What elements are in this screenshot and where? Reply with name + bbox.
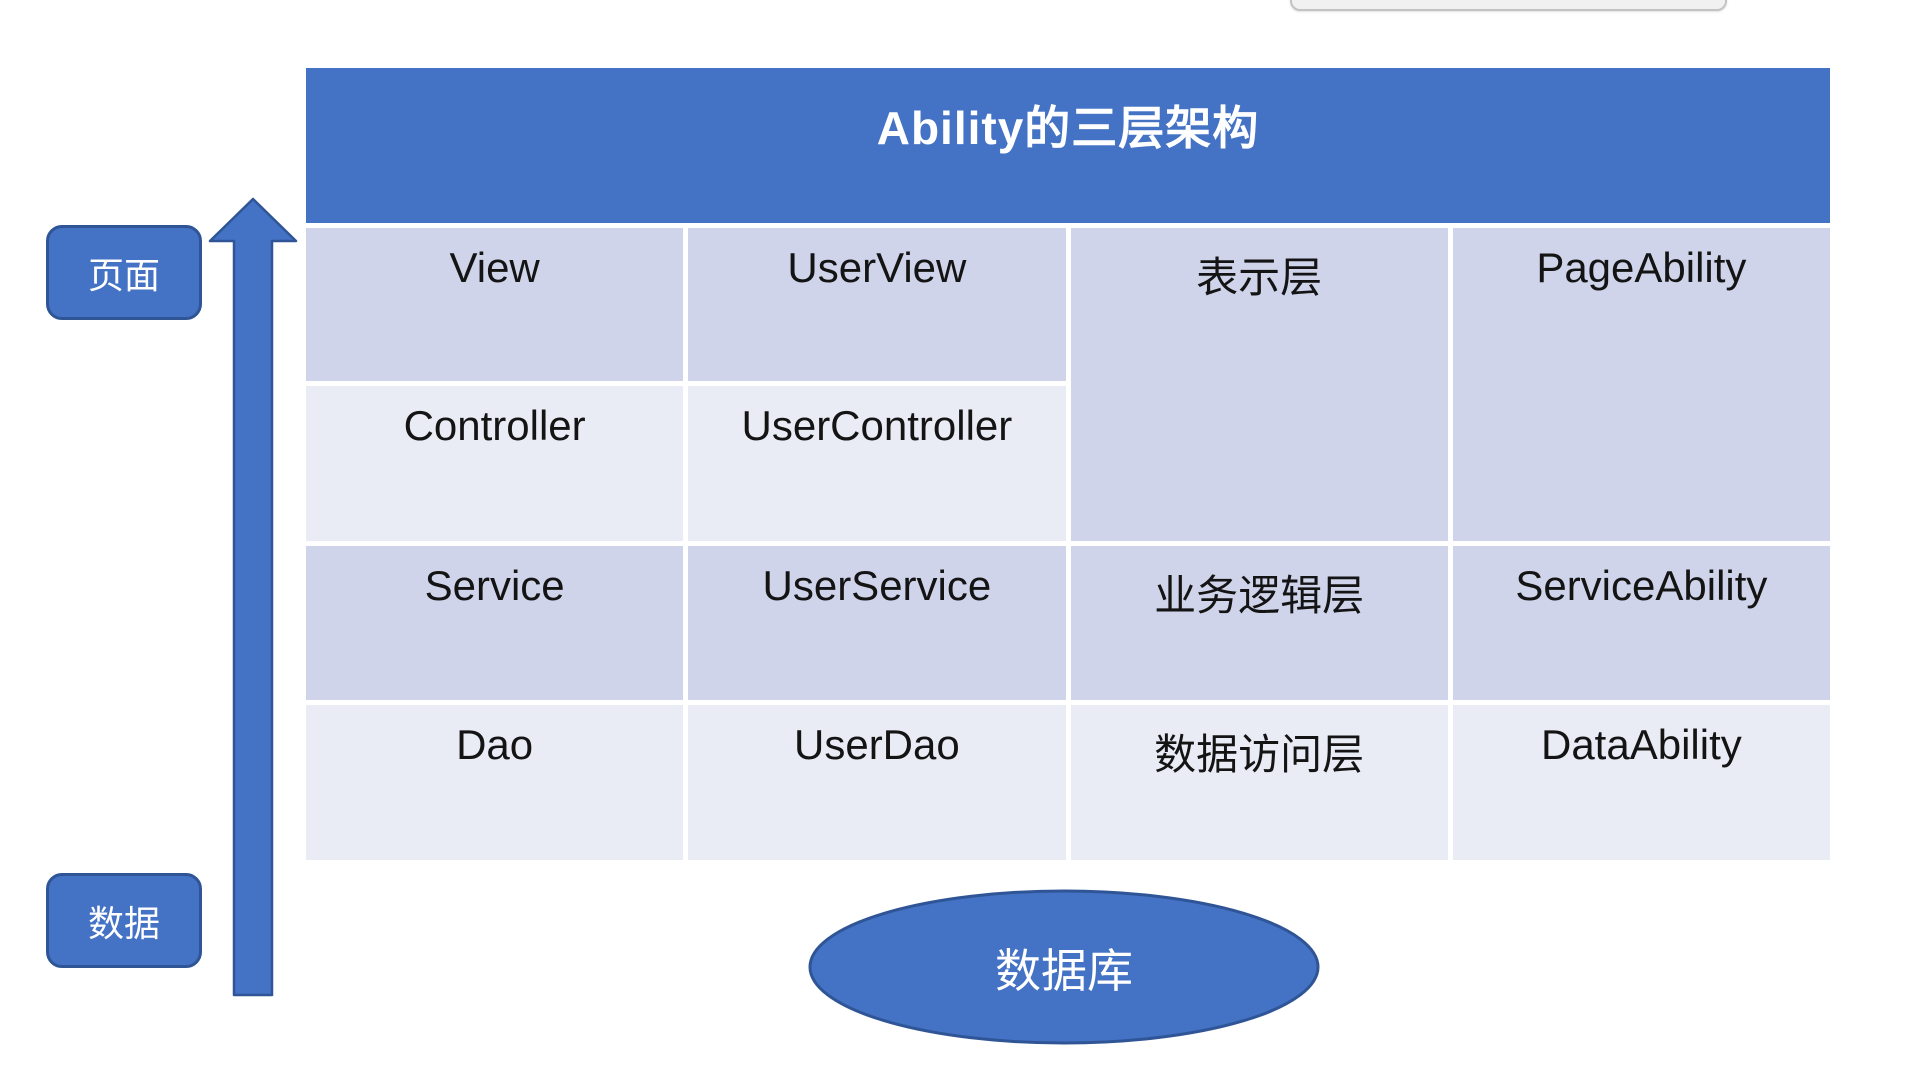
- cell-view: View: [306, 228, 684, 381]
- cell-controller: Controller: [306, 386, 684, 541]
- cell-presentation-layer: 表示层: [1070, 228, 1448, 541]
- cell-data-access-layer: 数据访问层: [1070, 705, 1448, 860]
- cell-page-ability: PageAbility: [1452, 228, 1830, 541]
- cell-userdao: UserDao: [688, 705, 1066, 860]
- page-label-badge: 页面: [46, 225, 202, 320]
- cutoff-ui-fragment: [1290, 0, 1727, 11]
- cell-business-layer: 业务逻辑层: [1070, 546, 1448, 700]
- cell-service: Service: [306, 546, 684, 700]
- data-label-badge: 数据: [46, 873, 202, 968]
- table-title: Ability的三层架构: [306, 68, 1830, 223]
- data-label-text: 数据: [87, 902, 160, 944]
- cell-userservice: UserService: [688, 546, 1066, 700]
- cell-data-ability: DataAbility: [1452, 705, 1830, 860]
- page-label-text: 页面: [87, 254, 160, 296]
- cell-service-ability: ServiceAbility: [1452, 546, 1830, 700]
- cell-userview: UserView: [688, 228, 1066, 381]
- cell-dao: Dao: [306, 705, 684, 860]
- cell-usercontroller: UserController: [688, 386, 1066, 541]
- up-arrow-icon: [208, 197, 298, 997]
- database-ellipse: [808, 889, 1320, 1045]
- architecture-table: Ability的三层架构 View UserView 表示层 PageAbili…: [306, 68, 1830, 860]
